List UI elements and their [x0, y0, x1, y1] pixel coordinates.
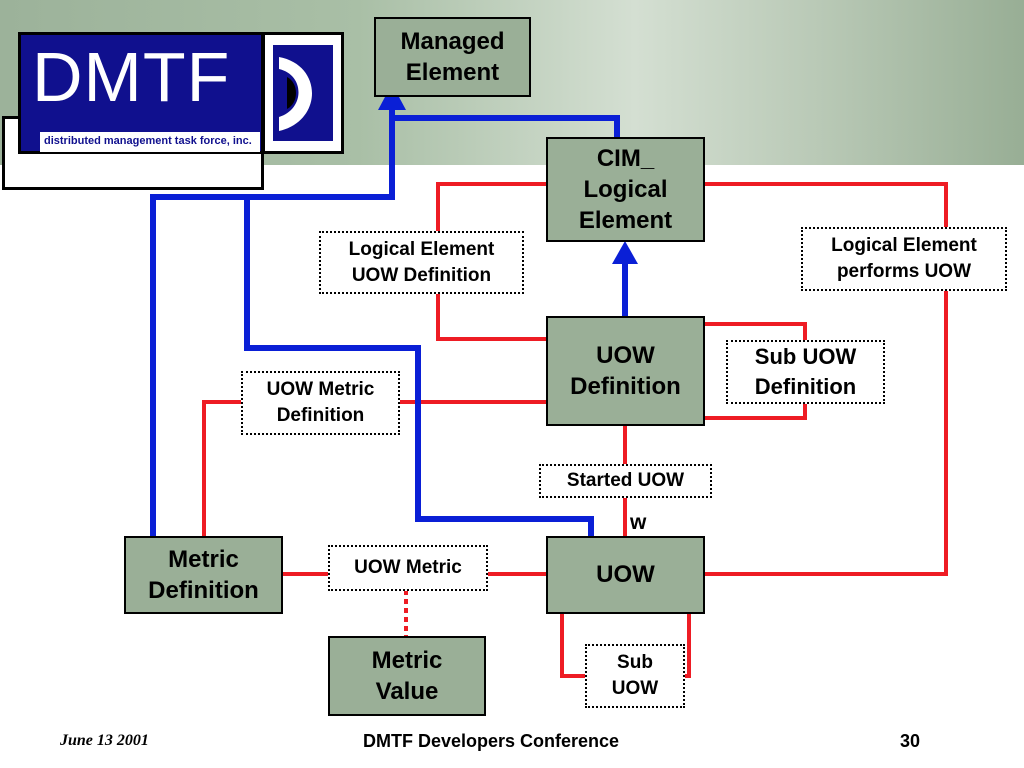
footer-date: June 13 2001	[60, 732, 149, 749]
logo-wordmark: DMTF	[32, 38, 231, 116]
line-inherit-uow-to-managed	[244, 197, 594, 537]
assoc-sub-uow-label: Sub UOW	[611, 652, 659, 699]
assoc-sub-uow: Sub UOW	[585, 644, 685, 708]
assoc-uow-metric-definition: UOW Metric Definition	[241, 371, 400, 435]
node-metric-value-label: Metric Value	[371, 646, 443, 705]
assoc-logical-element-performs-uow: Logical Element performs UOW	[801, 227, 1007, 291]
footer-page-number: 30	[900, 731, 921, 751]
node-uow: UOW	[546, 536, 705, 614]
assoc-logical-element-uow-definition-label: Logical Element UOW Definition	[348, 238, 495, 286]
assoc-uow-metric-label: UOW Metric	[354, 557, 462, 579]
node-metric-definition-label: Metric Definition	[148, 545, 259, 604]
node-cim-logical-element: CIM_ Logical Element	[546, 137, 705, 242]
line-inherit-metric-to-managed	[150, 98, 395, 537]
weak-association-marker: w	[630, 511, 647, 534]
line-logical-element-performs-uow	[704, 182, 948, 576]
assoc-uow-metric: UOW Metric	[328, 545, 488, 591]
arrowhead-cim-logical-element	[612, 241, 638, 264]
assoc-started-uow-label: Started UOW	[566, 470, 685, 492]
node-uow-definition-label: UOW Definition	[570, 341, 681, 400]
assoc-sub-uow-definition-label: Sub UOW Definition	[754, 344, 857, 399]
assoc-started-uow: Started UOW	[539, 464, 712, 498]
node-uow-label: UOW	[596, 561, 655, 589]
assoc-uow-metric-definition-label: UOW Metric Definition	[266, 379, 375, 426]
dmtf-logo: DMTF distributed management task force, …	[0, 28, 345, 190]
footer-conference: DMTF Developers Conference	[363, 731, 620, 751]
node-uow-definition: UOW Definition	[546, 316, 705, 426]
node-cim-logical-element-label: CIM_ Logical Element	[578, 144, 673, 235]
line-uow-metric-definition	[202, 400, 547, 537]
arrowhead-managed-element	[378, 84, 406, 110]
logo-mark-panel	[262, 32, 344, 154]
logo-mark-icon	[273, 45, 333, 141]
node-managed-element: Managed Element	[374, 17, 531, 97]
line-inherit-cim-to-managed	[392, 115, 620, 138]
assoc-logical-element-uow-definition: Logical Element UOW Definition	[319, 231, 524, 294]
node-metric-definition: Metric Definition	[124, 536, 283, 614]
logo-tagline-strip: distributed management task force, inc.	[40, 132, 260, 152]
logo-tagline: distributed management task force, inc.	[44, 135, 252, 147]
assoc-sub-uow-definition: Sub UOW Definition	[726, 340, 885, 404]
node-managed-element-label: Managed Element	[400, 27, 505, 86]
assoc-logical-element-performs-uow-label: Logical Element performs UOW	[831, 235, 977, 282]
node-metric-value: Metric Value	[328, 636, 486, 716]
